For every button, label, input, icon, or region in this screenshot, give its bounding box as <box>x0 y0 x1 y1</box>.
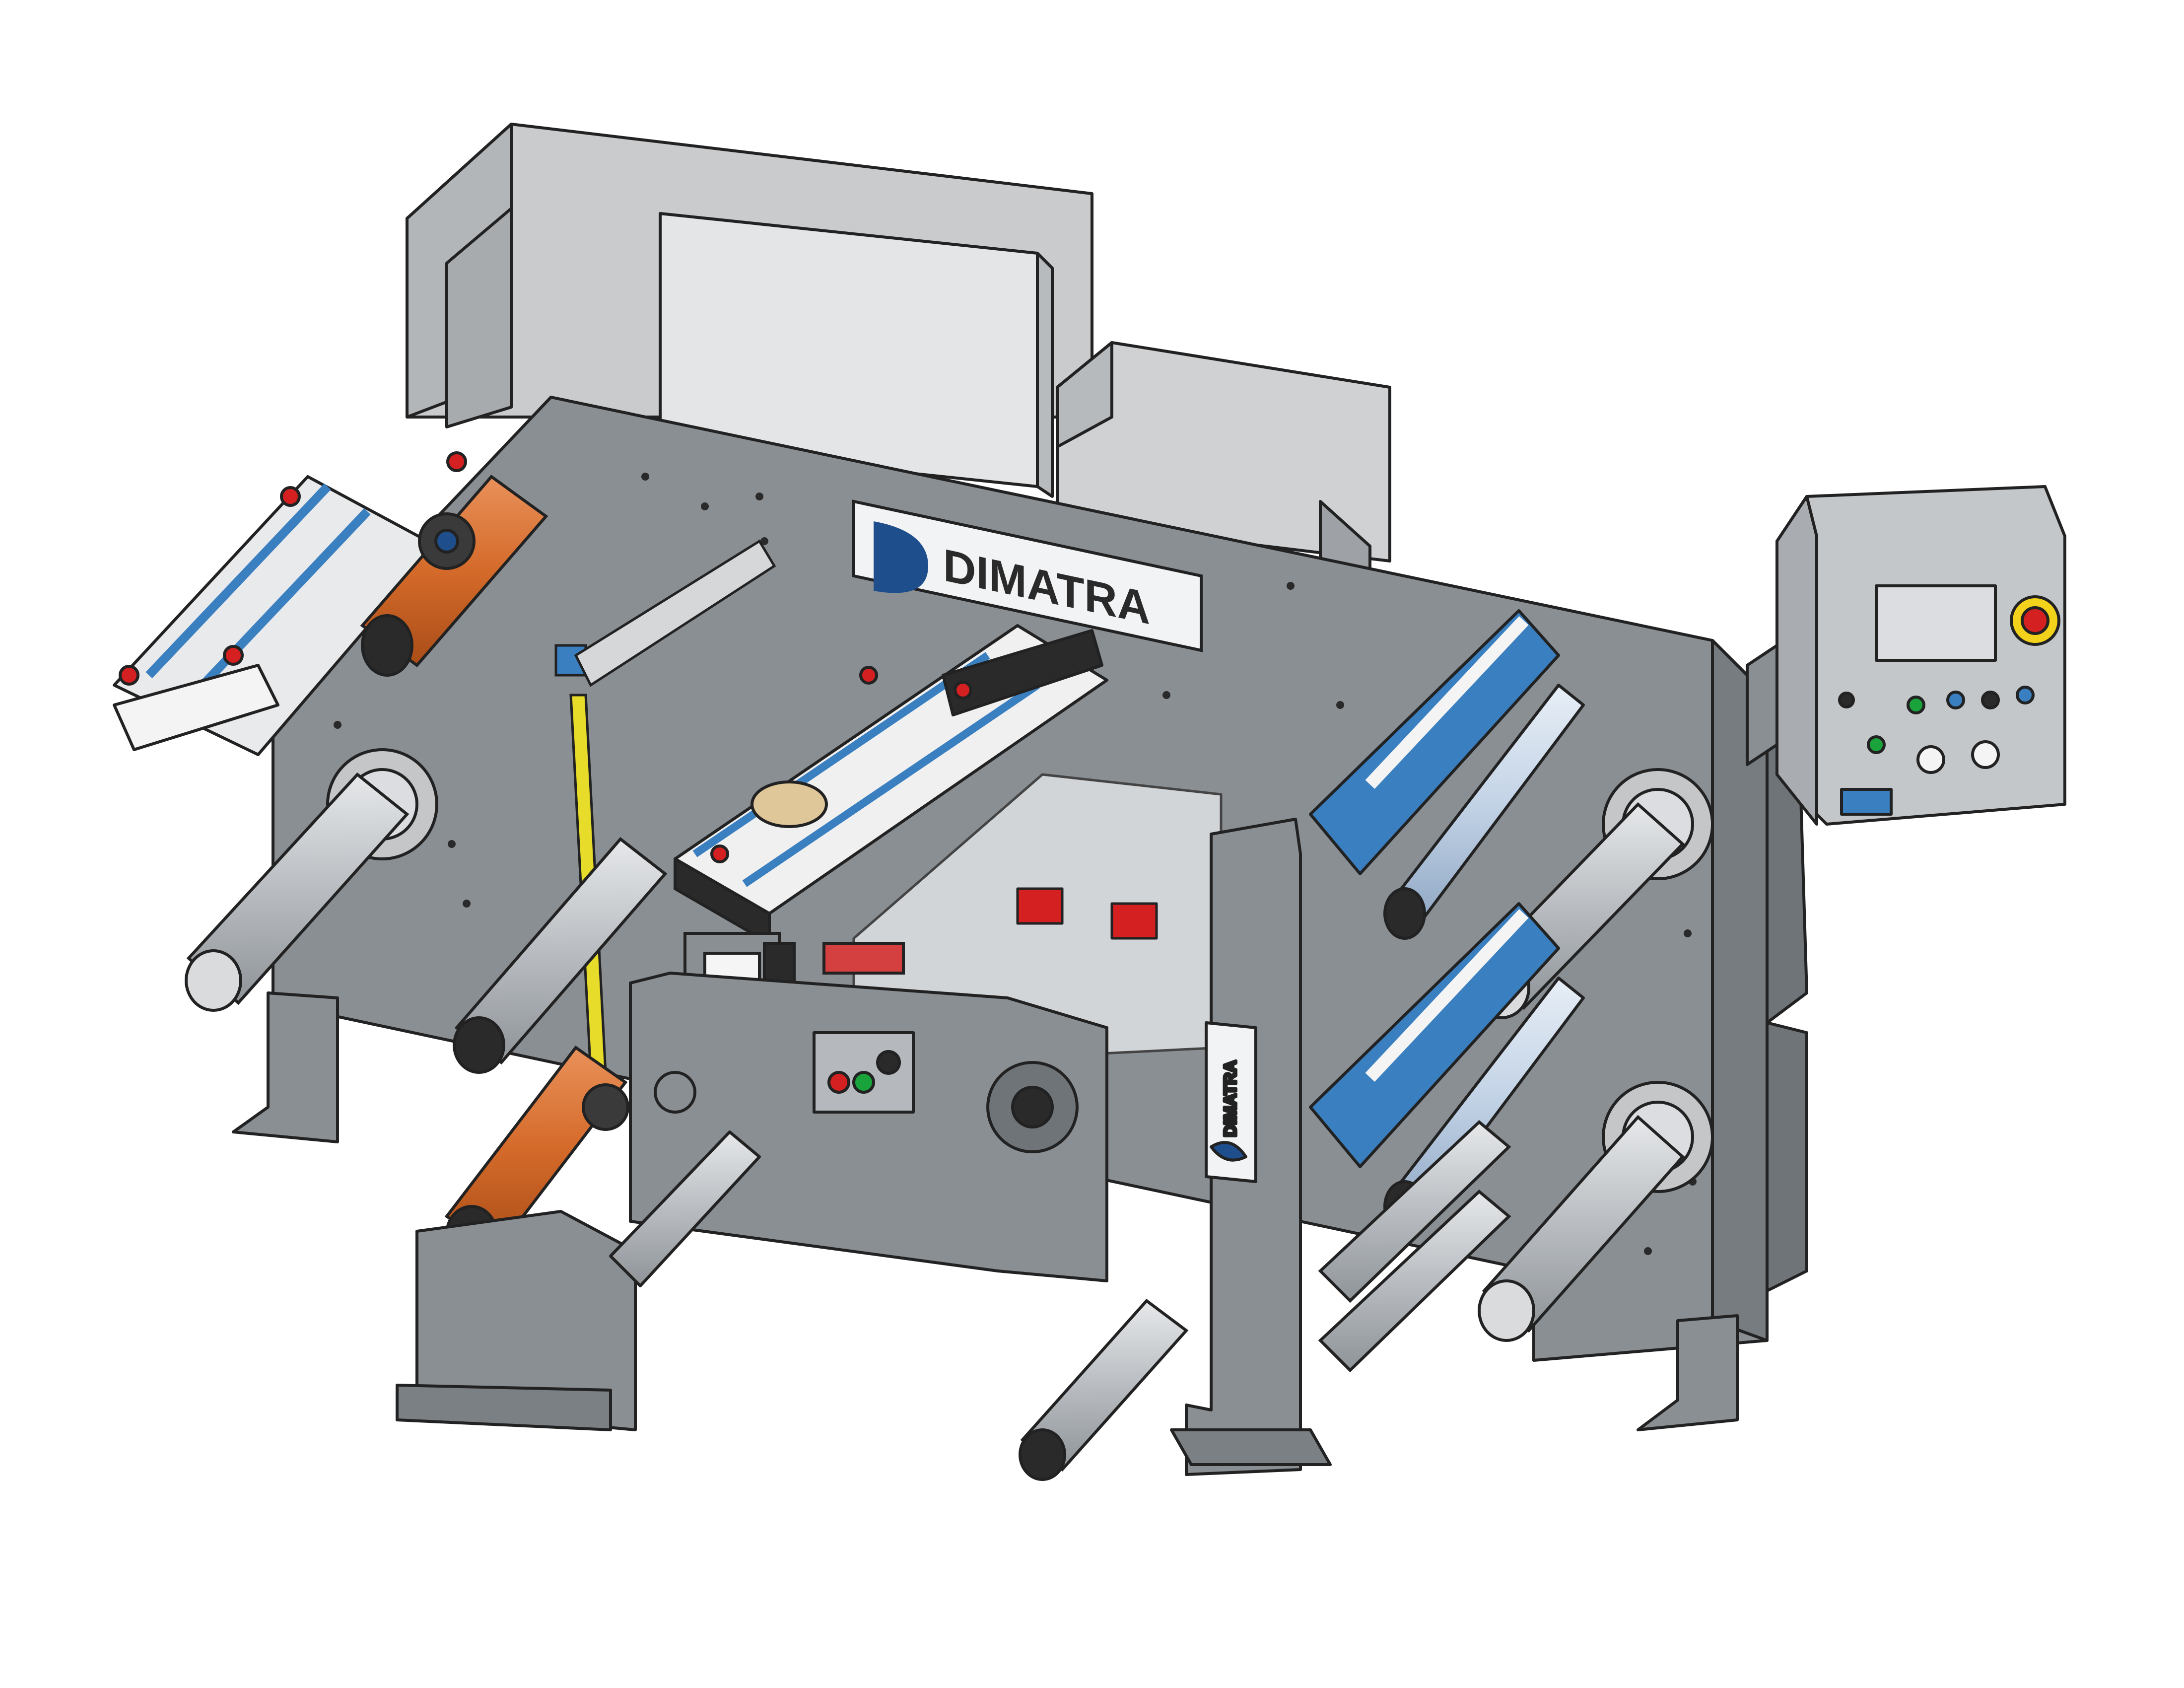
indicator-light-icon <box>1838 692 1855 708</box>
lower-idler-rollers <box>1318 1120 1511 1373</box>
left-unwind-shaft <box>185 748 438 1012</box>
knife-holder-cam <box>751 780 828 828</box>
side-logo-text: DIMATRA <box>1221 1060 1240 1137</box>
slitting-module <box>674 624 1108 945</box>
left-web-guide <box>113 451 467 756</box>
side-logo-icon <box>1210 1141 1247 1162</box>
middle-rear-roller <box>453 837 668 1074</box>
dimatra-logo-icon <box>874 521 928 593</box>
push-button-icon <box>1867 686 2035 754</box>
left-upper-orange-roller <box>360 474 548 677</box>
selector-switch-icon <box>1916 740 2000 774</box>
right-lower-rewind-shaft <box>1478 1081 1714 1342</box>
upper-rewind-arm <box>1309 609 1585 940</box>
control-panel-enclosure <box>1746 485 2066 826</box>
front-center-roller <box>1019 1298 1189 1481</box>
rear-cabinet <box>406 123 1391 602</box>
front-frame-plate <box>629 972 1108 1282</box>
front-upright: DIMATRA <box>1170 818 1332 1476</box>
display-screen-icon <box>1875 584 1997 662</box>
machine-feet <box>232 991 1739 1431</box>
left-front-stand <box>396 1130 761 1431</box>
